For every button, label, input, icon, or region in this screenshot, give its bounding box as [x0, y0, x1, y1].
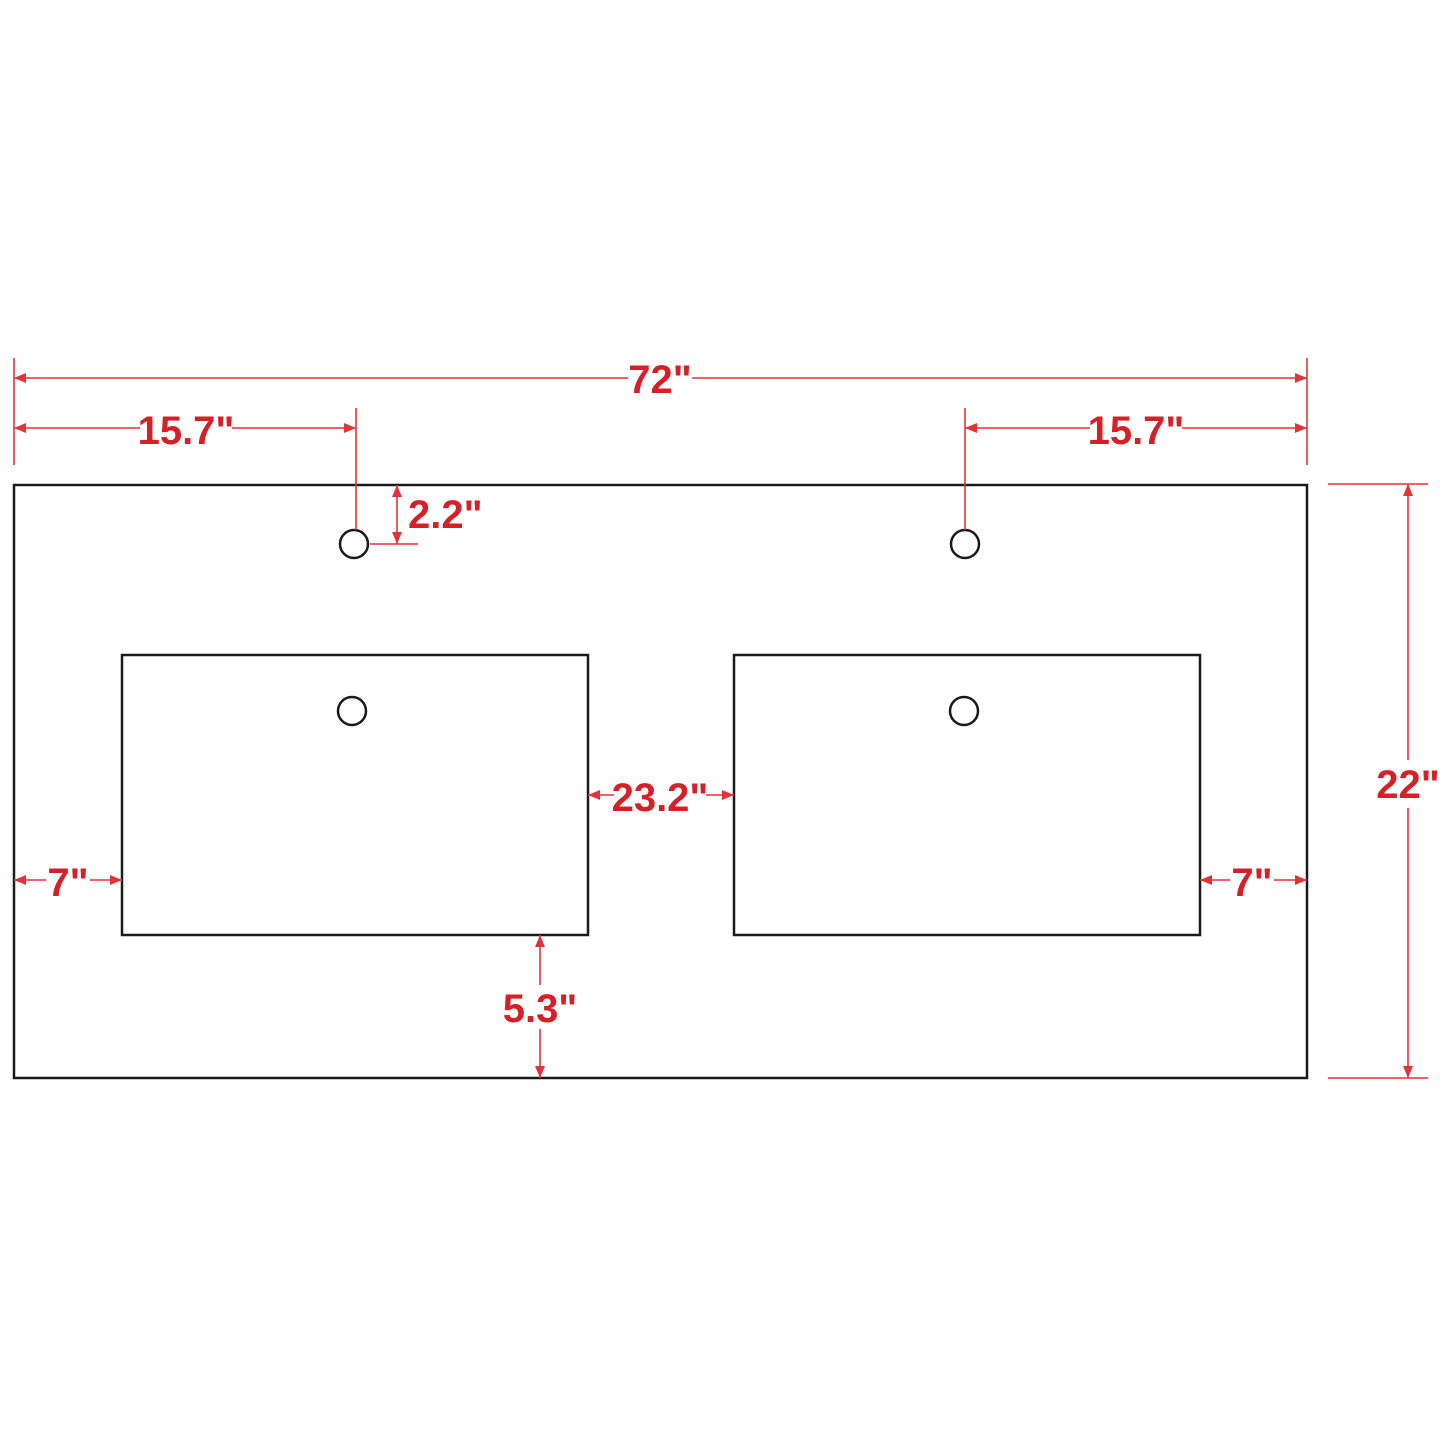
left-faucet-hole: [338, 528, 370, 560]
extension-lines: [13, 358, 1428, 1079]
sink-gap-label: 23.2": [612, 776, 709, 820]
countertop-outline: [12, 483, 1309, 1080]
right-faucet-hole: [949, 528, 981, 560]
right-faucet-offset-label: 15.7": [1088, 409, 1185, 453]
right-side-margin-label: 7": [1231, 861, 1272, 905]
faucet-from-back-label: 2.2": [408, 493, 483, 537]
left-faucet-offset-label: 15.7": [138, 409, 235, 453]
left-side-margin-label: 7": [47, 861, 88, 905]
left-drain-hole: [336, 695, 368, 727]
front-margin-label: 5.3": [503, 987, 578, 1031]
right-drain-hole: [948, 695, 980, 727]
overall-depth-label: 22": [1376, 763, 1439, 807]
overall-width-label: 72": [628, 358, 691, 402]
